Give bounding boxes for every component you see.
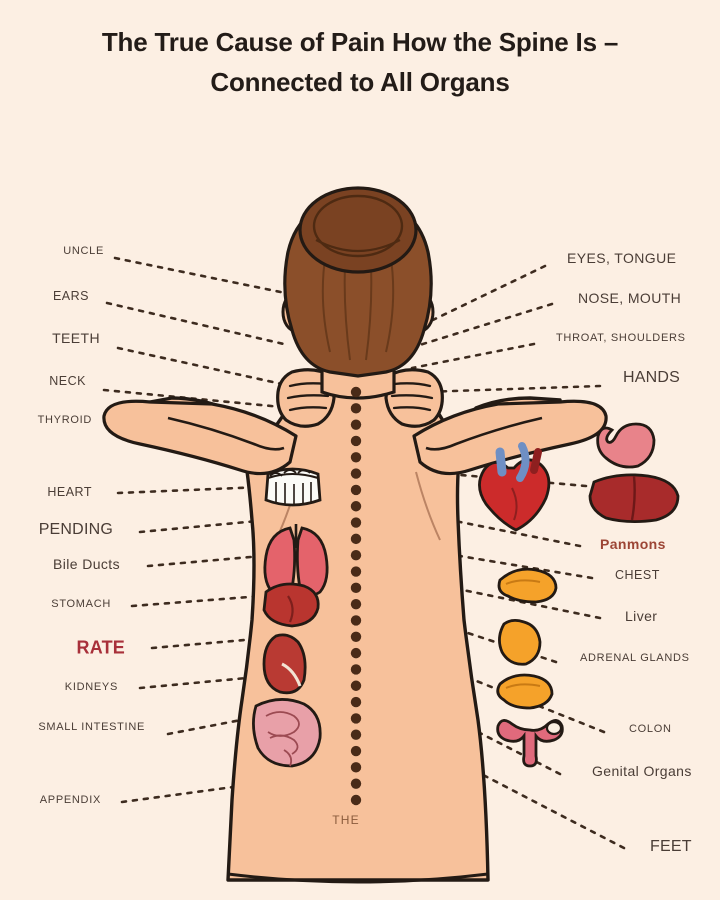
- organ-stomach: [596, 422, 656, 469]
- spine-dot: [350, 696, 362, 708]
- spine-dot: [350, 664, 362, 675]
- organ-liver-left: [262, 582, 320, 628]
- spine-dot: [350, 452, 362, 463]
- label-left-uncle: UNCLE: [63, 245, 104, 257]
- label-right-nose-mouth: NOSE, MOUTH: [578, 290, 682, 306]
- spine-dot: [350, 778, 362, 789]
- spine-dots: [350, 386, 362, 806]
- spine-dot: [350, 435, 362, 447]
- label-right-colon: COLON: [629, 723, 672, 735]
- label-right-feet: FEET: [650, 838, 692, 855]
- label-left-kidneys: KIDNEYS: [64, 681, 118, 693]
- label-left-neck: NECK: [49, 374, 86, 388]
- spine-dot: [350, 615, 362, 626]
- label-right-hands: HANDS: [623, 369, 681, 386]
- title-line-2: Connected to All Organs: [210, 67, 510, 98]
- label-left-ears: EARS: [52, 289, 89, 303]
- label-right-liver: Liver: [625, 608, 658, 624]
- label-left-stomach: STOMACH: [51, 598, 111, 610]
- label-left-rate: RATE: [76, 637, 125, 658]
- spine-dot: [350, 794, 362, 806]
- label-left-pending: PENDING: [38, 521, 113, 538]
- label-left-heart: HEART: [47, 485, 92, 499]
- spine-dot: [350, 550, 362, 561]
- title-line-1: The True Cause of Pain How the Spine Is …: [101, 27, 619, 57]
- label-right-genital-organs: Genital Organs: [592, 763, 692, 779]
- label-left-appendix: APPENDIX: [39, 794, 101, 806]
- spine-dot: [350, 468, 362, 479]
- label-left-teeth: TEETH: [52, 330, 100, 346]
- organ-teeth: [264, 467, 322, 507]
- label-right-throat-shoulders: THROAT, SHOULDERS: [556, 332, 686, 344]
- spine-dot: [350, 729, 362, 740]
- head: [281, 186, 435, 400]
- label-right-eyes-tongue: EYES, TONGUE: [567, 250, 677, 266]
- spine-dot: [350, 762, 362, 773]
- spine-dot: [350, 533, 362, 545]
- leader-lines-left: [102, 256, 302, 804]
- spine-dot: [350, 582, 362, 594]
- organ-pancreas: [497, 567, 558, 604]
- label-right-chest: CHEST: [615, 568, 660, 582]
- organ-kidney: [262, 633, 307, 695]
- organ-uterus: [496, 719, 564, 768]
- spine-caption: THE: [332, 813, 360, 827]
- label-right-adrenal-glands: ADRENAL GLANDS: [580, 652, 690, 664]
- spine-dot: [350, 566, 362, 577]
- label-left-small-intestine: SMALL INTESTINE: [38, 721, 145, 733]
- spine-dot: [350, 419, 362, 430]
- spine-dot: [350, 517, 362, 528]
- spine-dot: [350, 713, 362, 724]
- spine-dot: [350, 403, 362, 414]
- label-left-thyroid: THYROID: [37, 414, 92, 426]
- label-left-bile-ducts: Bile Ducts: [52, 556, 120, 572]
- organ-colon: [496, 673, 554, 710]
- spine-dot: [350, 484, 362, 496]
- label-right-panmons: Panmons: [600, 536, 666, 552]
- organ-heart: [478, 442, 551, 532]
- spine-dot: [350, 631, 362, 642]
- spine-dot: [350, 680, 362, 691]
- organ-liver-right: [588, 473, 680, 523]
- organ-small-intestine: [252, 698, 322, 768]
- spine-dot: [350, 598, 362, 610]
- spine-dot: [350, 745, 362, 757]
- spine-dot: [350, 501, 362, 512]
- page-title: The True Cause of Pain How the Spine Is …: [0, 22, 720, 103]
- spine-dot: [350, 647, 362, 659]
- spine-dot: [350, 386, 362, 398]
- organ-adrenal: [498, 619, 542, 666]
